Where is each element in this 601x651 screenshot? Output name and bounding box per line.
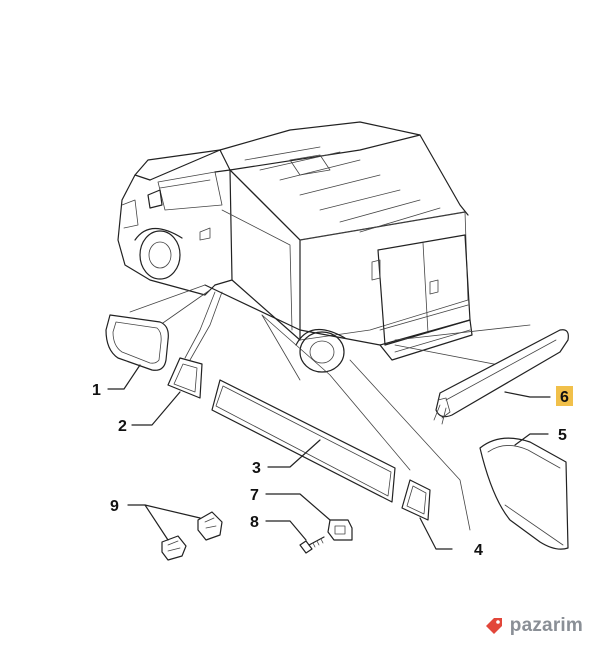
callout-6-highlight [556,386,573,406]
callout-7: 7 [250,487,259,504]
part-2-front-door-trim [167,357,203,399]
part-5-rear-corner-trim [479,437,569,550]
callout-5: 5 [558,427,567,444]
callout-8: 8 [250,514,259,531]
callout-6: 6 [560,389,569,406]
pazarim-watermark: pazarim [484,615,583,637]
part-9-push-clips [161,511,223,561]
callout-1: 1 [92,382,101,399]
van-illustration [117,121,473,373]
callout-4: 4 [474,542,483,559]
callout-3: 3 [252,460,261,477]
watermark-text: pazarim [509,615,583,636]
part-8-screw [299,536,325,554]
callout-9: 9 [110,498,119,515]
tag-icon [485,618,502,634]
callout-numbers: 1 2 3 4 5 6 7 8 9 [92,382,573,559]
leader-lines [129,284,531,531]
part-6-rear-sill-strip [433,329,569,425]
part-4-rear-side-trim [401,479,431,521]
callout-2: 2 [118,418,127,435]
part-1-front-wheel-arch-trim [105,314,169,371]
part-7-mounting-clip [327,519,353,541]
part-3-side-panel-moulding [211,379,396,503]
callout-leaders [107,364,551,550]
